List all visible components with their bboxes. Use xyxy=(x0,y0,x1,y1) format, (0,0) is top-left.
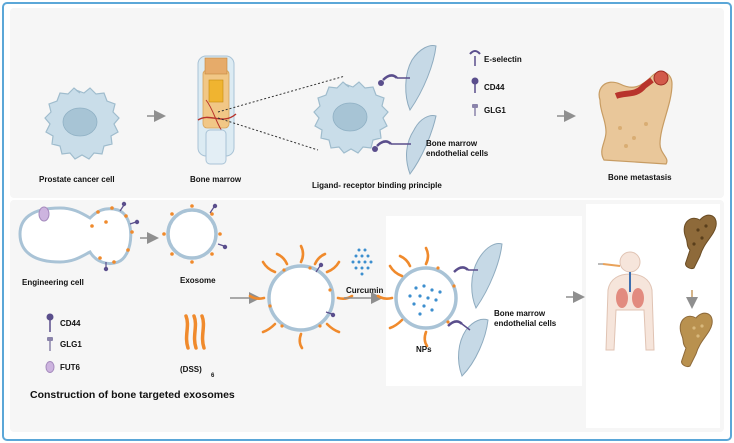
bone-metastasis-icon xyxy=(598,70,673,165)
engineering-cell-label: Engineering cell xyxy=(22,278,84,287)
nps-label: NPs xyxy=(416,345,432,354)
exosome-label: Exosome xyxy=(180,276,216,285)
legend-bottom: CD44 GLG1 FUT6 xyxy=(45,313,82,373)
bone-icon xyxy=(683,214,717,269)
legend-top-item-2: GLG1 xyxy=(484,106,506,115)
curcumin-label: Curcumin xyxy=(346,286,383,295)
human-body-icon xyxy=(598,251,655,351)
legend-bottom-item-2: FUT6 xyxy=(60,363,81,372)
endothelial-cell-bottom-icon xyxy=(458,243,503,377)
engineering-cell-icon xyxy=(18,201,140,272)
bone-metastasis-label: Bone metastasis xyxy=(608,173,672,182)
engineered-exosome-icon xyxy=(248,244,354,350)
legend-top: E-selectin CD44 GLG1 xyxy=(469,50,522,116)
prostate-cancer-cell-label: Prostate cancer cell xyxy=(39,175,115,184)
cd44-icon xyxy=(471,77,479,93)
fut6-icon xyxy=(45,361,55,373)
glg1-icon xyxy=(47,337,53,351)
bone-marrow-icon xyxy=(197,55,237,165)
dss-peptide-icon xyxy=(184,314,206,350)
endothelial-cell-top-icon xyxy=(405,45,437,176)
cd44-icon xyxy=(46,313,54,332)
bmec-bottom-label-2: endothelial cells xyxy=(494,319,557,328)
e-selectin-binding-bottom xyxy=(372,140,411,152)
cancer-cell-binding-icon xyxy=(313,81,389,154)
legend-top-item-1: CD44 xyxy=(484,83,505,92)
dss-label: (DSS) xyxy=(180,365,202,374)
exosome-icon xyxy=(162,203,228,264)
legend-bottom-item-0: CD44 xyxy=(60,319,81,328)
bmec-top-label-2: endothelial cells xyxy=(426,149,489,158)
nps-icon xyxy=(376,246,458,348)
ligand-principle-label: Ligand- receptor binding principle xyxy=(312,181,442,190)
e-selectin-icon xyxy=(469,50,481,66)
e-selectin-binding-top xyxy=(378,74,410,86)
legend-top-item-0: E-selectin xyxy=(484,55,522,64)
nps-binding xyxy=(447,266,478,331)
prostate-cancer-cell-icon xyxy=(44,87,120,160)
construction-title: Construction of bone targeted exosomes xyxy=(30,389,235,401)
bone-icon xyxy=(679,312,713,367)
dss-subscript: 6 xyxy=(211,373,215,379)
glg1-icon xyxy=(472,104,478,116)
curcumin-icon xyxy=(351,248,373,276)
bone-marrow-label: Bone marrow xyxy=(190,175,242,184)
legend-bottom-item-1: GLG1 xyxy=(60,340,82,349)
bmec-bottom-label-1: Bone marrow xyxy=(494,309,546,318)
zoom-line-bottom xyxy=(217,117,319,151)
bmec-top-label-1: Bone marrow xyxy=(426,139,478,148)
